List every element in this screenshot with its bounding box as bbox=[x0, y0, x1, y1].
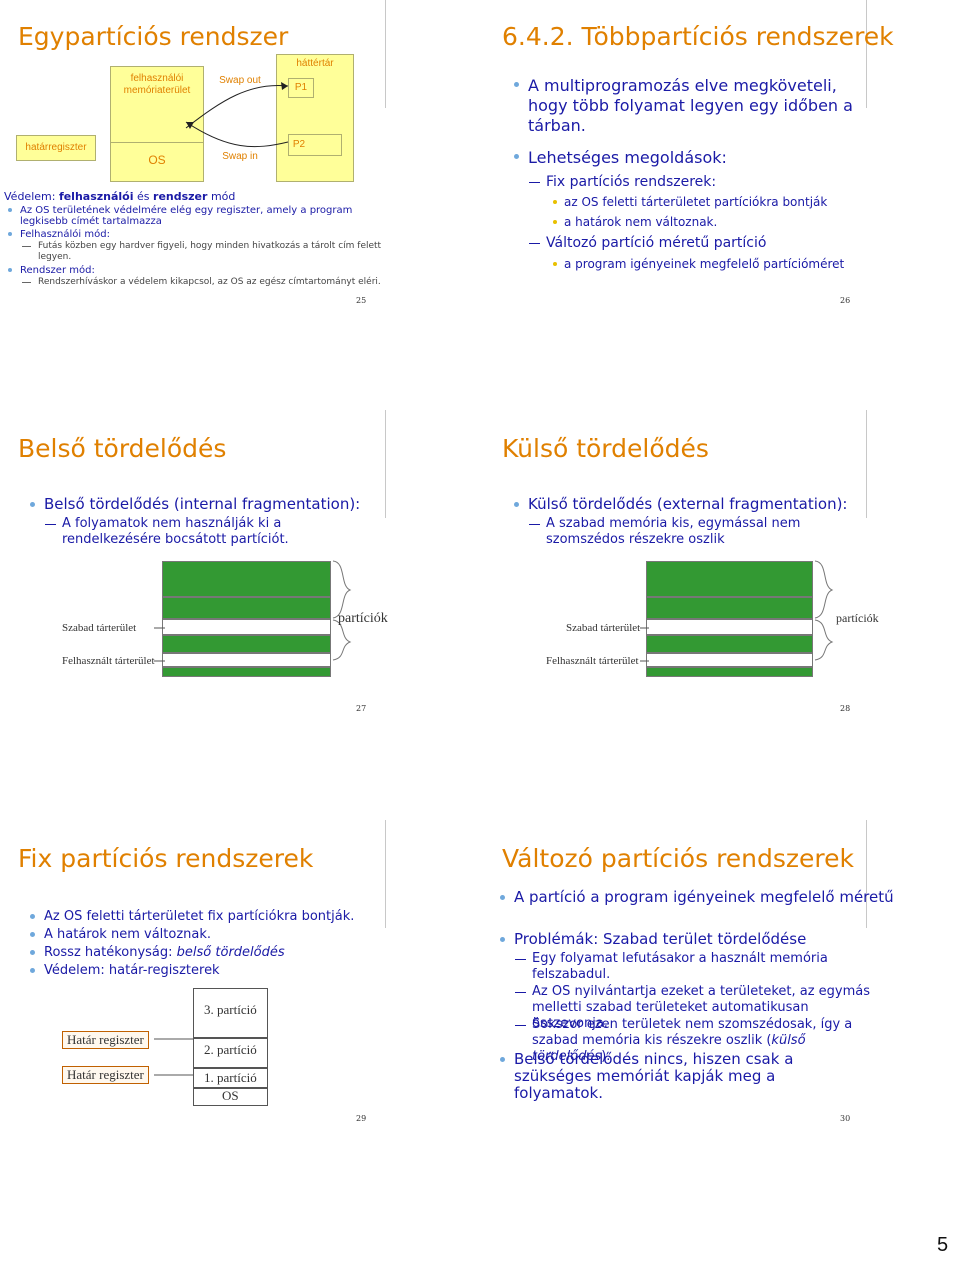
slide-29: Fix partíciós rendszerek Az OS feletti t… bbox=[0, 820, 480, 1230]
boundary-register-box bbox=[16, 135, 96, 161]
page-number: 30 bbox=[840, 1114, 851, 1123]
page-number: 26 bbox=[840, 296, 851, 305]
divider bbox=[385, 0, 386, 108]
sub-boundaries-fixed: a határok nem változnak. bbox=[552, 215, 718, 229]
slide-title: Változó partíciós rendszerek bbox=[502, 844, 855, 873]
free-space-label: Szabad tárterület bbox=[62, 622, 137, 634]
divider bbox=[385, 410, 386, 518]
partition-green-4 bbox=[162, 667, 331, 677]
partition-free-2 bbox=[162, 653, 331, 667]
dash-system-mode: Rendszerhíváskor a védelem kikapcsol, az… bbox=[22, 277, 388, 288]
partition-free-1 bbox=[646, 619, 813, 635]
slide-26: 6.4.2. Többpartíciós rendszerek A multip… bbox=[480, 0, 960, 410]
slide-title: Egypartíciós rendszer bbox=[18, 22, 289, 51]
bullet-boundaries-fixed: A határok nem változnak. bbox=[29, 927, 212, 942]
bullet-problems: Problémák: Szabad terület tördelődése bbox=[499, 930, 807, 948]
swap-arrows bbox=[185, 82, 289, 148]
user-memory-label: felhasználói memóriaterület bbox=[123, 73, 191, 96]
slide-title: Külső tördelődés bbox=[502, 434, 709, 463]
bullet-no-internal: Belső tördelődés nincs, hiszen csak a sz… bbox=[500, 1051, 864, 1102]
partition-2-label: 2. partíció bbox=[204, 1042, 257, 1057]
partition-green-4 bbox=[646, 667, 813, 677]
page-number: 25 bbox=[356, 296, 367, 305]
divider bbox=[866, 820, 867, 928]
bullet-multiprogramming: A multiprogramozás elve megköveteli, hog… bbox=[514, 76, 868, 136]
slide-30: Változó partíciós rendszerek A partíció … bbox=[480, 820, 960, 1230]
dash-internal-description: A folyamatok nem használják ki a rendelk… bbox=[45, 516, 372, 548]
used-space-label: Felhasznált tárterület bbox=[62, 655, 155, 667]
boundary-register-1: Határ regiszter bbox=[62, 1031, 149, 1049]
divider bbox=[385, 820, 386, 928]
partition-green-1 bbox=[646, 561, 813, 597]
p2-label: P2 bbox=[292, 139, 306, 150]
partitions-label: partíciók bbox=[836, 611, 879, 625]
backing-store-box bbox=[276, 54, 354, 182]
partition-green-2 bbox=[646, 597, 813, 619]
os-box bbox=[110, 142, 204, 182]
partition-green-2 bbox=[162, 597, 331, 619]
bullet-os-protection: Az OS területének védelmére elég egy reg… bbox=[8, 205, 365, 227]
slide-title: Fix partíciós rendszerek bbox=[18, 844, 314, 873]
slide-27: Belső tördelődés Belső tördelődés (inter… bbox=[0, 410, 480, 820]
dash-variable-partition: Változó partíció méretű partíció bbox=[528, 235, 767, 251]
os-label: OS bbox=[148, 153, 166, 167]
bullet-bad-efficiency: Rossz hatékonyság: belső tördelődés bbox=[30, 945, 285, 960]
divider bbox=[866, 0, 867, 108]
partition-free-1 bbox=[162, 619, 331, 635]
partition-3-label: 3. partíció bbox=[204, 1002, 257, 1017]
partition-green-1 bbox=[162, 561, 331, 597]
partition-brace bbox=[640, 560, 834, 662]
p1-box bbox=[288, 78, 314, 98]
partition-1-label: 1. partíció bbox=[204, 1070, 257, 1085]
swap-out-label: Swap out bbox=[219, 75, 261, 86]
page-number: 28 bbox=[840, 704, 851, 713]
dash-memory-freed: Egy folyamat lefutásakor a használt memó… bbox=[515, 951, 832, 983]
bullet-possible-solutions: Lehetséges megoldások: bbox=[514, 148, 727, 167]
dash-user-mode: Futás közben egy hardver figyeli, hogy m… bbox=[22, 241, 382, 262]
partition-free-2 bbox=[646, 653, 813, 667]
page-number: 5 bbox=[937, 1234, 949, 1256]
partition-3-box bbox=[193, 988, 268, 1038]
partition-2-box bbox=[193, 1038, 268, 1068]
bullet-system-mode: Rendszer mód: bbox=[8, 265, 95, 276]
dash-fixed-partition: Fix partíciós rendszerek: bbox=[528, 174, 717, 190]
dash-not-adjacent: Sokszor ezen területek nem szomszédosak,… bbox=[515, 1017, 877, 1065]
page-number: 27 bbox=[356, 704, 367, 713]
bullet-user-mode: Felhasználói mód: bbox=[8, 229, 110, 240]
bullet-fixed-split: Az OS feletti tárterületet fix partíciók… bbox=[29, 909, 355, 924]
bullet-internal-fragmentation: Belső tördelődés (internal fragmentation… bbox=[29, 495, 361, 513]
partition-green-3 bbox=[162, 635, 331, 653]
sub-partition-size: a program igényeinek megfelelő partícióm… bbox=[552, 257, 845, 271]
divider bbox=[866, 410, 867, 518]
bullet-external-fragmentation: Külső tördelődés (external fragmentation… bbox=[513, 495, 848, 513]
dash-external-description: A szabad memória kis, egymással nem szom… bbox=[529, 516, 836, 548]
os-label: OS bbox=[222, 1088, 239, 1103]
protection-heading: Védelem: felhasználói és rendszer mód bbox=[4, 190, 236, 203]
swap-in-label: Swap in bbox=[222, 151, 258, 162]
slide-25: Egypartíciós rendszer felhasználói memór… bbox=[0, 0, 480, 410]
partitions-label: partíciók bbox=[338, 611, 388, 626]
used-space-label: Felhasznált tárterület bbox=[546, 655, 639, 667]
partition-brace bbox=[154, 560, 352, 662]
p2-box bbox=[288, 134, 342, 156]
register-lines bbox=[154, 1038, 193, 1076]
os-box bbox=[193, 1088, 268, 1106]
bullet-boundary-registers: Védelem: határ-regiszterek bbox=[30, 963, 220, 978]
sub-split-partitions: az OS feletti tárterületet partíciókra b… bbox=[552, 195, 828, 209]
slide-title: Belső tördelődés bbox=[18, 434, 227, 463]
backing-store-label: háttértár bbox=[296, 58, 334, 69]
partition-1-box bbox=[193, 1068, 268, 1088]
partition-green-3 bbox=[646, 635, 813, 653]
p1-label: P1 bbox=[294, 82, 308, 93]
slide-title: 6.4.2. Többpartíciós rendszerek bbox=[502, 22, 894, 51]
bullet-partition-size: A partíció a program igényeinek megfelel… bbox=[500, 888, 894, 906]
page-number: 29 bbox=[356, 1114, 367, 1123]
slide-28: Külső tördelődés Külső tördelődés (exter… bbox=[480, 410, 960, 820]
boundary-register-label: határregiszter bbox=[25, 142, 87, 153]
free-space-label: Szabad tárterület bbox=[566, 622, 641, 634]
boundary-register-2: Határ regiszter bbox=[62, 1066, 149, 1084]
dash-os-tracks: Az OS nyilvántartja ezeket a területeket… bbox=[515, 984, 871, 1031]
